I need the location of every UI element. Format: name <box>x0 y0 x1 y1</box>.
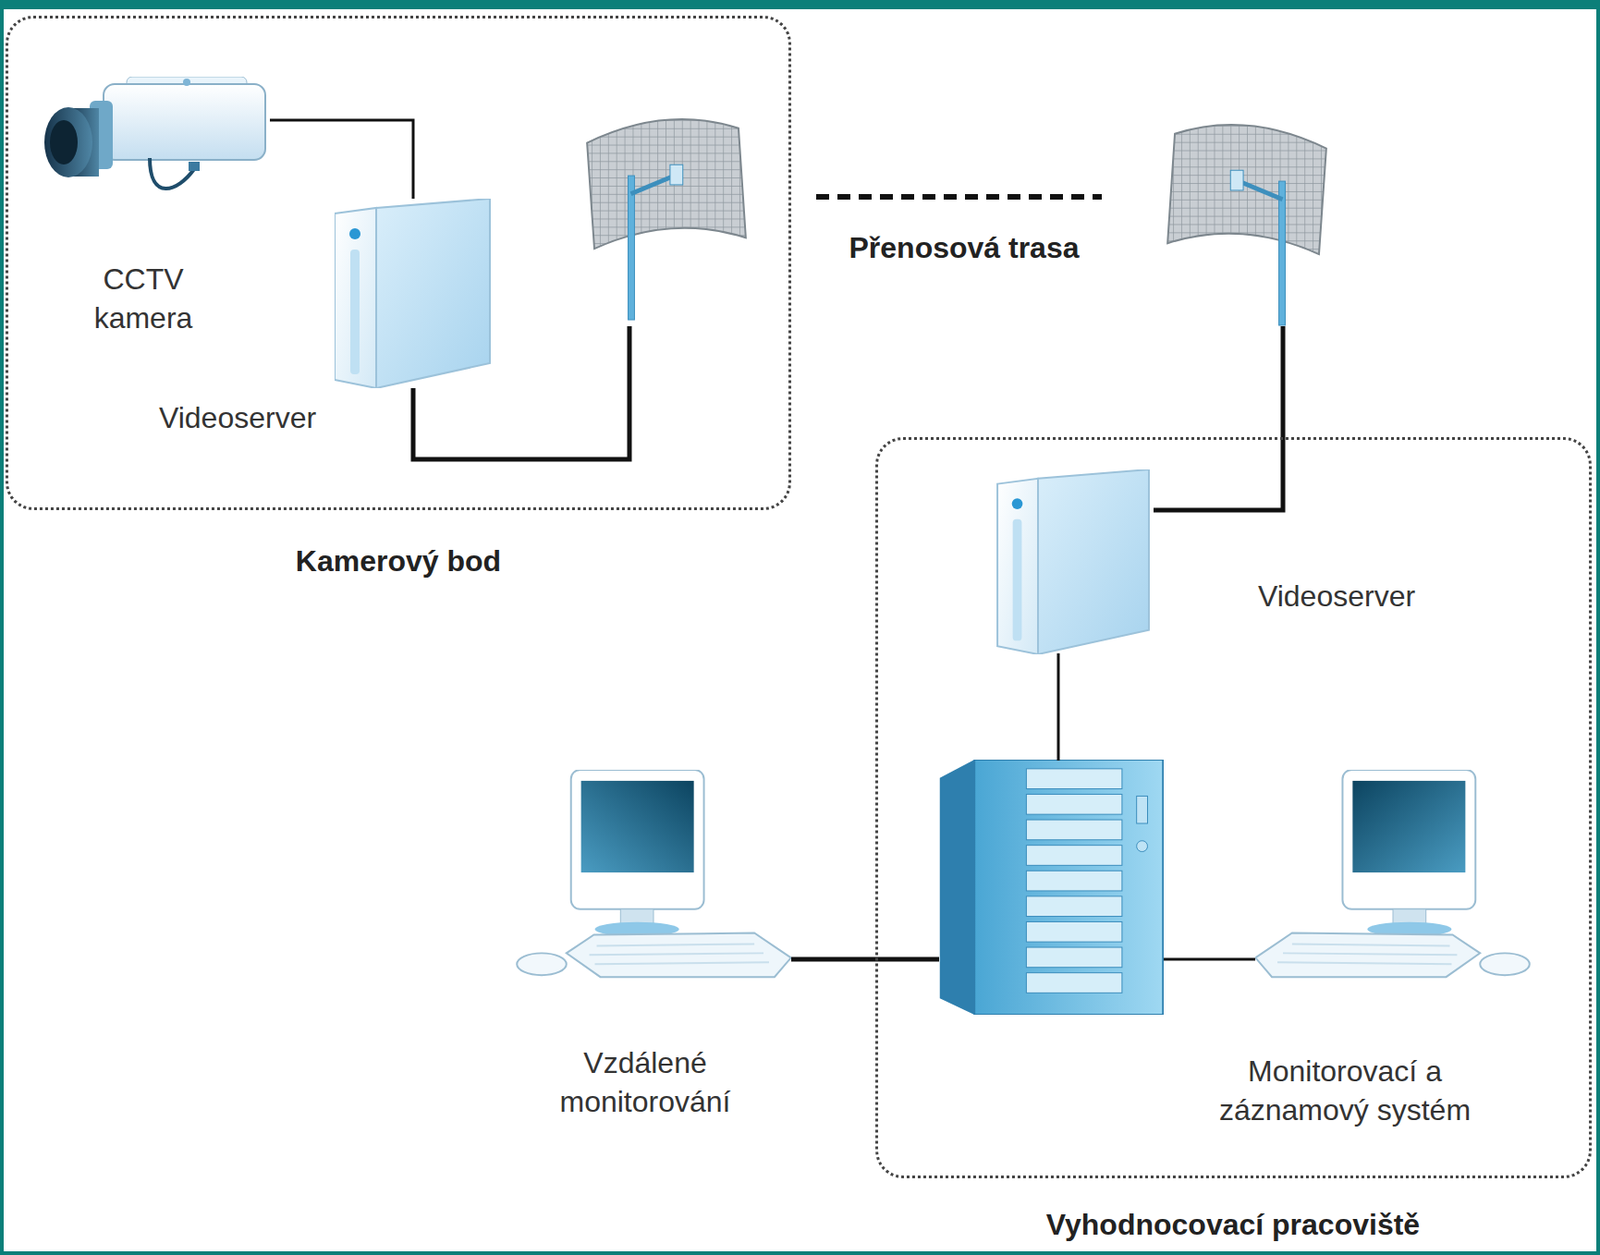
cable <box>413 326 630 460</box>
server-tower-icon <box>940 759 1164 1015</box>
workstation-node: Monitorovací a záznamový systém <box>1201 769 1581 1140</box>
workstation-icon <box>516 769 792 978</box>
device-label: CCTV kamera <box>73 260 213 338</box>
cable <box>791 957 940 963</box>
workstation-node: Vzdálené monitorování <box>499 769 795 1140</box>
device-label: Vzdálené monitorování <box>534 1044 757 1122</box>
zone-region: Kamerový bodCCTV kameraVideoserver <box>5 15 792 511</box>
workstation-icon <box>1255 769 1530 978</box>
grid-antenna-icon <box>586 119 746 320</box>
cable <box>1153 326 1283 511</box>
zone-region: Vyhodnocovací pracovištěVideoserverMonit… <box>875 437 1592 1179</box>
route-label: Přenosová trasa <box>848 230 1079 266</box>
camera-node: CCTV kamera <box>38 76 270 342</box>
grid-antenna-icon <box>1167 124 1327 326</box>
videoserver-node: Videoserver <box>147 198 495 442</box>
cable <box>1057 653 1061 761</box>
zone-title: Vyhodnocovací pracoviště <box>1046 1206 1420 1246</box>
cable <box>269 120 414 199</box>
transmission-line <box>816 194 1102 200</box>
cctv-camera-icon <box>44 76 266 189</box>
videoserver-node: Videoserver <box>994 469 1420 655</box>
device-label: Videoserver <box>1258 577 1416 617</box>
videoserver-icon <box>997 469 1149 655</box>
device-label: Videoserver <box>158 399 317 439</box>
device-label: Monitorovací a záznamový systém <box>1196 1052 1493 1130</box>
cable <box>1163 958 1256 962</box>
videoserver-icon <box>334 198 490 389</box>
zone-title: Kamerový bod <box>295 542 501 582</box>
